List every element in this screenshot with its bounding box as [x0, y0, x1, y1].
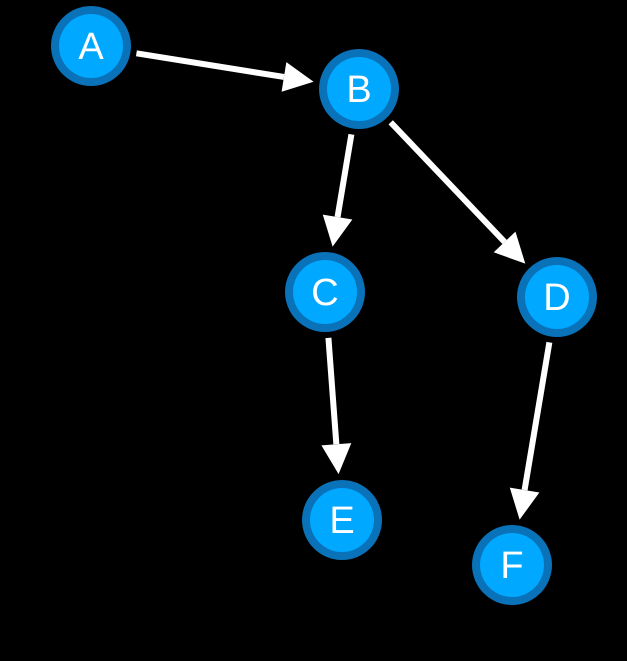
arrowhead-icon: [281, 62, 314, 92]
node-label: B: [346, 69, 371, 111]
nodes-layer: A B C D E F: [51, 6, 597, 605]
node-core: [293, 260, 357, 324]
node-core: [59, 14, 123, 78]
arrowhead-icon: [493, 231, 526, 264]
node-d[interactable]: D: [517, 257, 597, 337]
node-core: [480, 533, 544, 597]
edge-line: [388, 120, 507, 245]
arrowhead-icon: [321, 443, 352, 475]
node-b[interactable]: B: [319, 49, 399, 129]
node-c[interactable]: C: [285, 252, 365, 332]
node-label: F: [500, 545, 523, 587]
arrowhead-icon: [509, 487, 540, 520]
node-e[interactable]: E: [302, 480, 382, 560]
edges-layer: [135, 50, 553, 520]
node-label: A: [78, 26, 104, 68]
edge-d-to-f[interactable]: [509, 341, 553, 520]
edge-line: [135, 50, 285, 80]
arrowhead-icon: [322, 214, 353, 247]
edge-b-to-d[interactable]: [388, 120, 526, 264]
edge-c-to-e[interactable]: [321, 337, 352, 475]
edge-a-to-b[interactable]: [135, 50, 314, 92]
edge-line: [334, 133, 355, 218]
node-label: C: [311, 272, 338, 314]
node-core: [310, 488, 374, 552]
node-f[interactable]: F: [472, 525, 552, 605]
node-core: [327, 57, 391, 121]
edge-line: [521, 341, 553, 491]
edge-b-to-c[interactable]: [322, 133, 355, 247]
node-label: E: [329, 500, 354, 542]
node-label: D: [543, 277, 570, 319]
node-a[interactable]: A: [51, 6, 131, 86]
edge-line: [325, 337, 340, 445]
node-core: [525, 265, 589, 329]
